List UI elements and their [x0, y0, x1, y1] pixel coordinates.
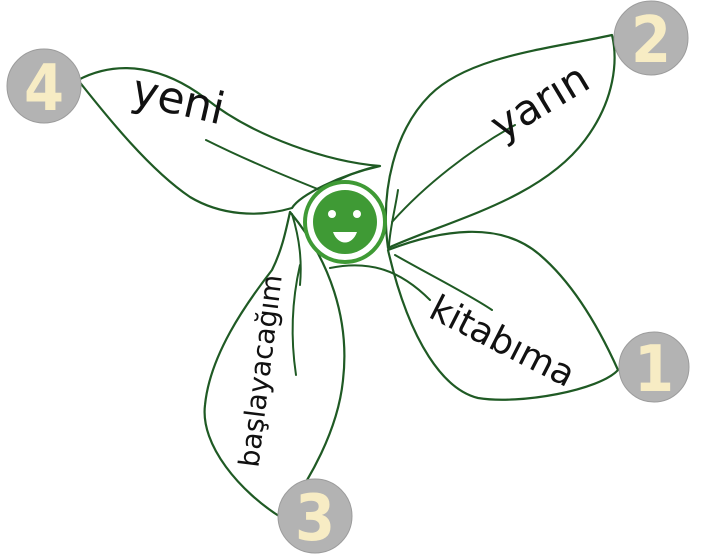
badge-3-circle	[277, 478, 353, 554]
leaf-3-outline	[203, 210, 346, 520]
leaf-1: kitabıma	[329, 230, 620, 401]
badge-3-number: 3	[295, 482, 335, 556]
leaf-1-vein	[394, 254, 493, 311]
badge-2: 2	[613, 0, 689, 78]
leaf-1-vein-2	[329, 264, 431, 301]
badge-4: 4	[6, 48, 82, 126]
smiley-left-eye	[328, 210, 336, 218]
leaf-2-vein	[391, 124, 516, 223]
leaf-2-vein-2	[388, 189, 399, 247]
leaf-3-vein-2	[291, 213, 302, 286]
badge-4-number: 4	[24, 52, 64, 126]
badge-2-number: 2	[631, 4, 671, 78]
smiley-face	[313, 190, 377, 254]
badge-3: 3	[277, 478, 353, 556]
smiley-right-eye	[353, 210, 361, 218]
leaf-1-outline	[386, 230, 620, 401]
badge-2-circle	[613, 0, 689, 76]
badge-1-circle	[618, 331, 690, 403]
leaf-3-vein	[291, 264, 301, 376]
smiley-face-icon	[303, 180, 387, 264]
badge-1-number: 1	[634, 333, 674, 407]
badge-1: 1	[618, 331, 690, 407]
leaf-2-outline	[384, 33, 616, 250]
leaf-4-outline	[76, 67, 382, 215]
smiley-mouth	[333, 232, 357, 243]
leaf-2: yarın	[384, 33, 616, 250]
leaf-3: başlayacağım	[203, 210, 346, 520]
badge-4-circle	[6, 48, 82, 124]
